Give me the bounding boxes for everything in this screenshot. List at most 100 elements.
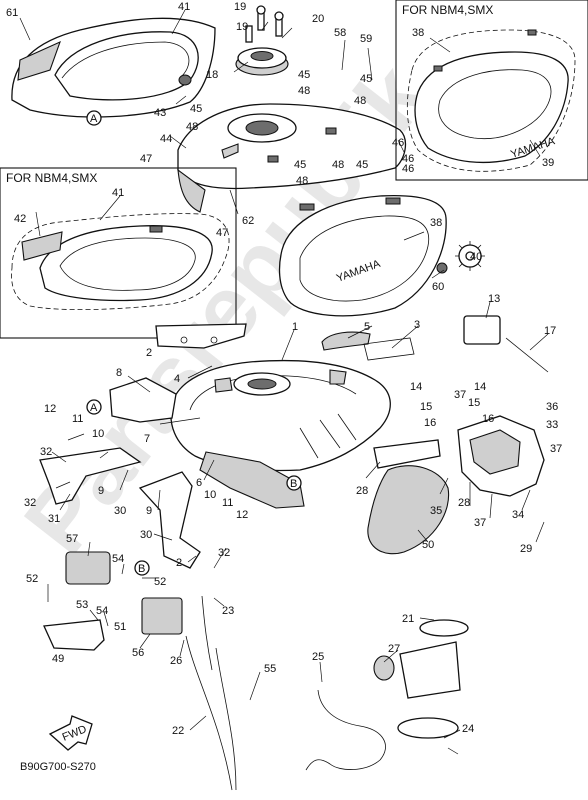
callout: 47 bbox=[216, 227, 228, 239]
canister bbox=[65, 551, 111, 585]
pump-bracket-assembly bbox=[457, 315, 549, 497]
fuel-cap-assembly bbox=[235, 5, 289, 76]
callout: 48 bbox=[296, 175, 308, 187]
callout: 33 bbox=[546, 419, 558, 431]
left-tank-cover-variant bbox=[11, 213, 230, 311]
fuel-tank-body bbox=[170, 359, 391, 472]
fwd-arrow: FWD bbox=[48, 715, 93, 751]
callout: 23 bbox=[222, 605, 234, 617]
callout: 38 bbox=[430, 217, 442, 229]
subset-title-left: FOR NBM4,SMX bbox=[6, 171, 97, 185]
callout: 31 bbox=[48, 513, 60, 525]
callout: 12 bbox=[44, 403, 56, 415]
callout: 45 bbox=[190, 103, 202, 115]
callout: 28 bbox=[356, 485, 368, 497]
hose-26 bbox=[201, 595, 213, 671]
callout: 58 bbox=[334, 27, 346, 39]
callout: 44 bbox=[160, 133, 172, 145]
callout: 54 bbox=[96, 605, 108, 617]
callout: 8 bbox=[116, 367, 122, 379]
callout: 37 bbox=[474, 517, 486, 529]
callout: 32 bbox=[218, 547, 230, 559]
callout: 16 bbox=[424, 417, 436, 429]
hose-25 bbox=[215, 647, 237, 791]
callout: 53 bbox=[76, 599, 88, 611]
callout: 9 bbox=[98, 485, 104, 497]
callout: 3 bbox=[414, 319, 420, 331]
callout: 45 bbox=[360, 73, 372, 85]
callout: 36 bbox=[546, 401, 558, 413]
tank-upper-cover bbox=[177, 103, 407, 213]
callout: 46 bbox=[392, 137, 404, 149]
callout: 34 bbox=[512, 509, 524, 521]
callout: 47 bbox=[140, 153, 152, 165]
callout: 20 bbox=[312, 13, 324, 25]
ref-mark: A bbox=[90, 113, 98, 125]
callout: 1 bbox=[292, 321, 298, 333]
callout: 32 bbox=[24, 497, 36, 509]
callout: 37 bbox=[454, 389, 466, 401]
callout: 7 bbox=[144, 433, 150, 445]
callout: 6 bbox=[196, 477, 202, 489]
callout: 27 bbox=[388, 643, 400, 655]
callout: 45 bbox=[298, 69, 310, 81]
stay-lower bbox=[138, 471, 201, 569]
right-side-cover-variant bbox=[406, 29, 576, 172]
callout: 42 bbox=[14, 213, 26, 225]
callout: 17 bbox=[544, 325, 556, 337]
callout: 55 bbox=[264, 663, 276, 675]
ref-mark: B bbox=[138, 563, 145, 575]
callout: 14 bbox=[474, 381, 486, 393]
callout: 46 bbox=[402, 153, 414, 165]
callout: 60 bbox=[432, 281, 444, 293]
wire-harness bbox=[305, 689, 386, 771]
callout: 61 bbox=[6, 7, 18, 19]
callout: 4 bbox=[174, 373, 180, 385]
callout: 10 bbox=[92, 428, 104, 440]
callout: 19 bbox=[234, 1, 246, 13]
callout: 52 bbox=[154, 576, 166, 588]
callout: 48 bbox=[332, 159, 344, 171]
callout: 48 bbox=[186, 121, 198, 133]
callout: 51 bbox=[114, 621, 126, 633]
ref-mark: B bbox=[290, 478, 297, 490]
fuel-pump-cover bbox=[367, 465, 450, 555]
canister-lower bbox=[141, 597, 183, 635]
callout: 30 bbox=[114, 505, 126, 517]
fuel-pump bbox=[373, 619, 469, 739]
gear-icon bbox=[455, 241, 485, 271]
callout: 2 bbox=[146, 347, 152, 359]
drawing-code: B90G700-S270 bbox=[20, 761, 96, 773]
callout: 38 bbox=[412, 27, 424, 39]
callout: 39 bbox=[542, 157, 554, 169]
callout: 49 bbox=[52, 653, 64, 665]
callout: 48 bbox=[354, 95, 366, 107]
callout: 28 bbox=[458, 497, 470, 509]
callout: 40 bbox=[470, 251, 482, 263]
callout: 16 bbox=[482, 413, 494, 425]
callout: 30 bbox=[140, 529, 152, 541]
callout: 14 bbox=[410, 381, 422, 393]
callout: 57 bbox=[66, 533, 78, 545]
callout: 26 bbox=[170, 655, 182, 667]
callout: 24 bbox=[462, 723, 474, 735]
callout: 21 bbox=[402, 613, 414, 625]
tank-flange-upper bbox=[155, 323, 247, 349]
heat-sheet bbox=[363, 337, 415, 361]
tank-top-cover bbox=[11, 17, 216, 118]
ref-marks: A A B B bbox=[86, 110, 302, 576]
callout: 15 bbox=[420, 401, 432, 413]
callout: 46 bbox=[402, 163, 414, 175]
callout: 41 bbox=[112, 187, 124, 199]
callout: 37 bbox=[550, 443, 562, 455]
callout-leaders bbox=[19, 9, 549, 755]
callout: 43 bbox=[154, 107, 166, 119]
callout: 15 bbox=[468, 397, 480, 409]
callout: 29 bbox=[520, 543, 532, 555]
callout: 11 bbox=[72, 413, 83, 425]
callout: 52 bbox=[26, 573, 38, 585]
inset-box-left bbox=[0, 167, 237, 339]
callout: 62 bbox=[242, 215, 254, 227]
damper-strip bbox=[321, 331, 371, 351]
